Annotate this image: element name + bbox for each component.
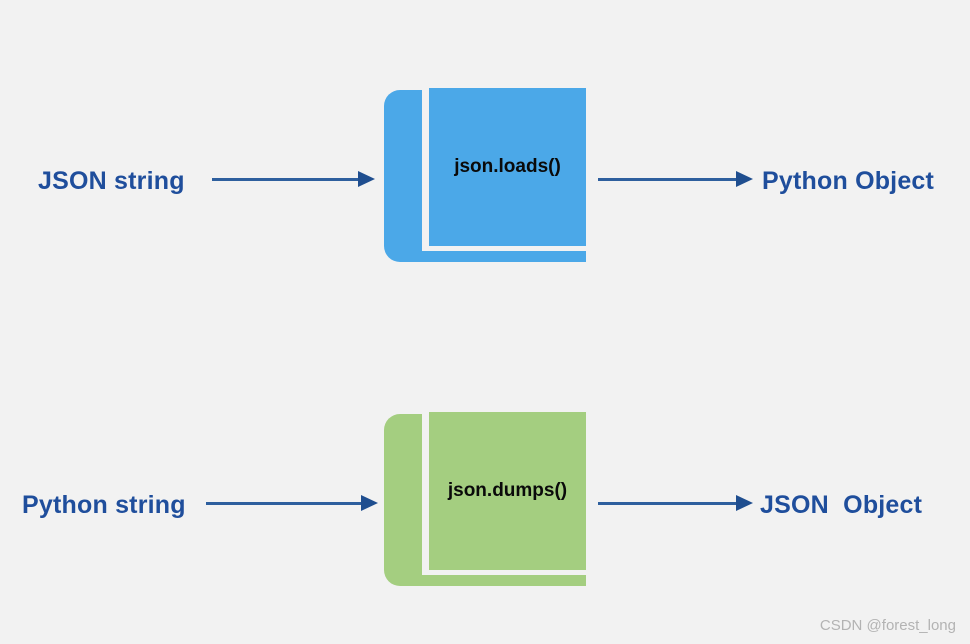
input-label-python-string: Python string [22,491,186,519]
arrow-head-icon [358,171,375,187]
output-label-python-object: Python Object [762,167,935,195]
flow-row-loads: JSON string json.loads() Python Object [0,80,970,280]
module-book-icon-dumps: json.dumps() [384,412,586,594]
arrow-head-icon [736,495,753,511]
arrow-head-icon [736,171,753,187]
book-spine [384,90,422,262]
module-label-json-dumps: json.dumps() [447,480,568,501]
flow-row-dumps: Python string json.dumps() JSON Object [0,404,970,604]
arrow-shaft [212,178,358,181]
arrow-json-string-to-loads [212,170,375,190]
book-spine [384,414,422,586]
arrow-head-icon [361,495,378,511]
arrow-dumps-to-json-object [598,494,753,514]
arrow-loads-to-python-object [598,170,753,190]
arrow-shaft [206,502,361,505]
book-pages [429,88,586,246]
book-pages [429,412,586,570]
watermark-credit: CSDN @forest_long [819,617,956,634]
arrow-python-string-to-dumps [206,494,378,514]
output-label-json-object: JSON Object [760,491,923,519]
book-base [408,575,586,586]
arrow-shaft [598,178,736,181]
book-base [408,251,586,262]
input-label-json-string: JSON string [38,167,185,195]
module-label-json-loads: json.loads() [454,156,561,177]
arrow-shaft [598,502,736,505]
module-book-icon-loads: json.loads() [384,88,586,270]
